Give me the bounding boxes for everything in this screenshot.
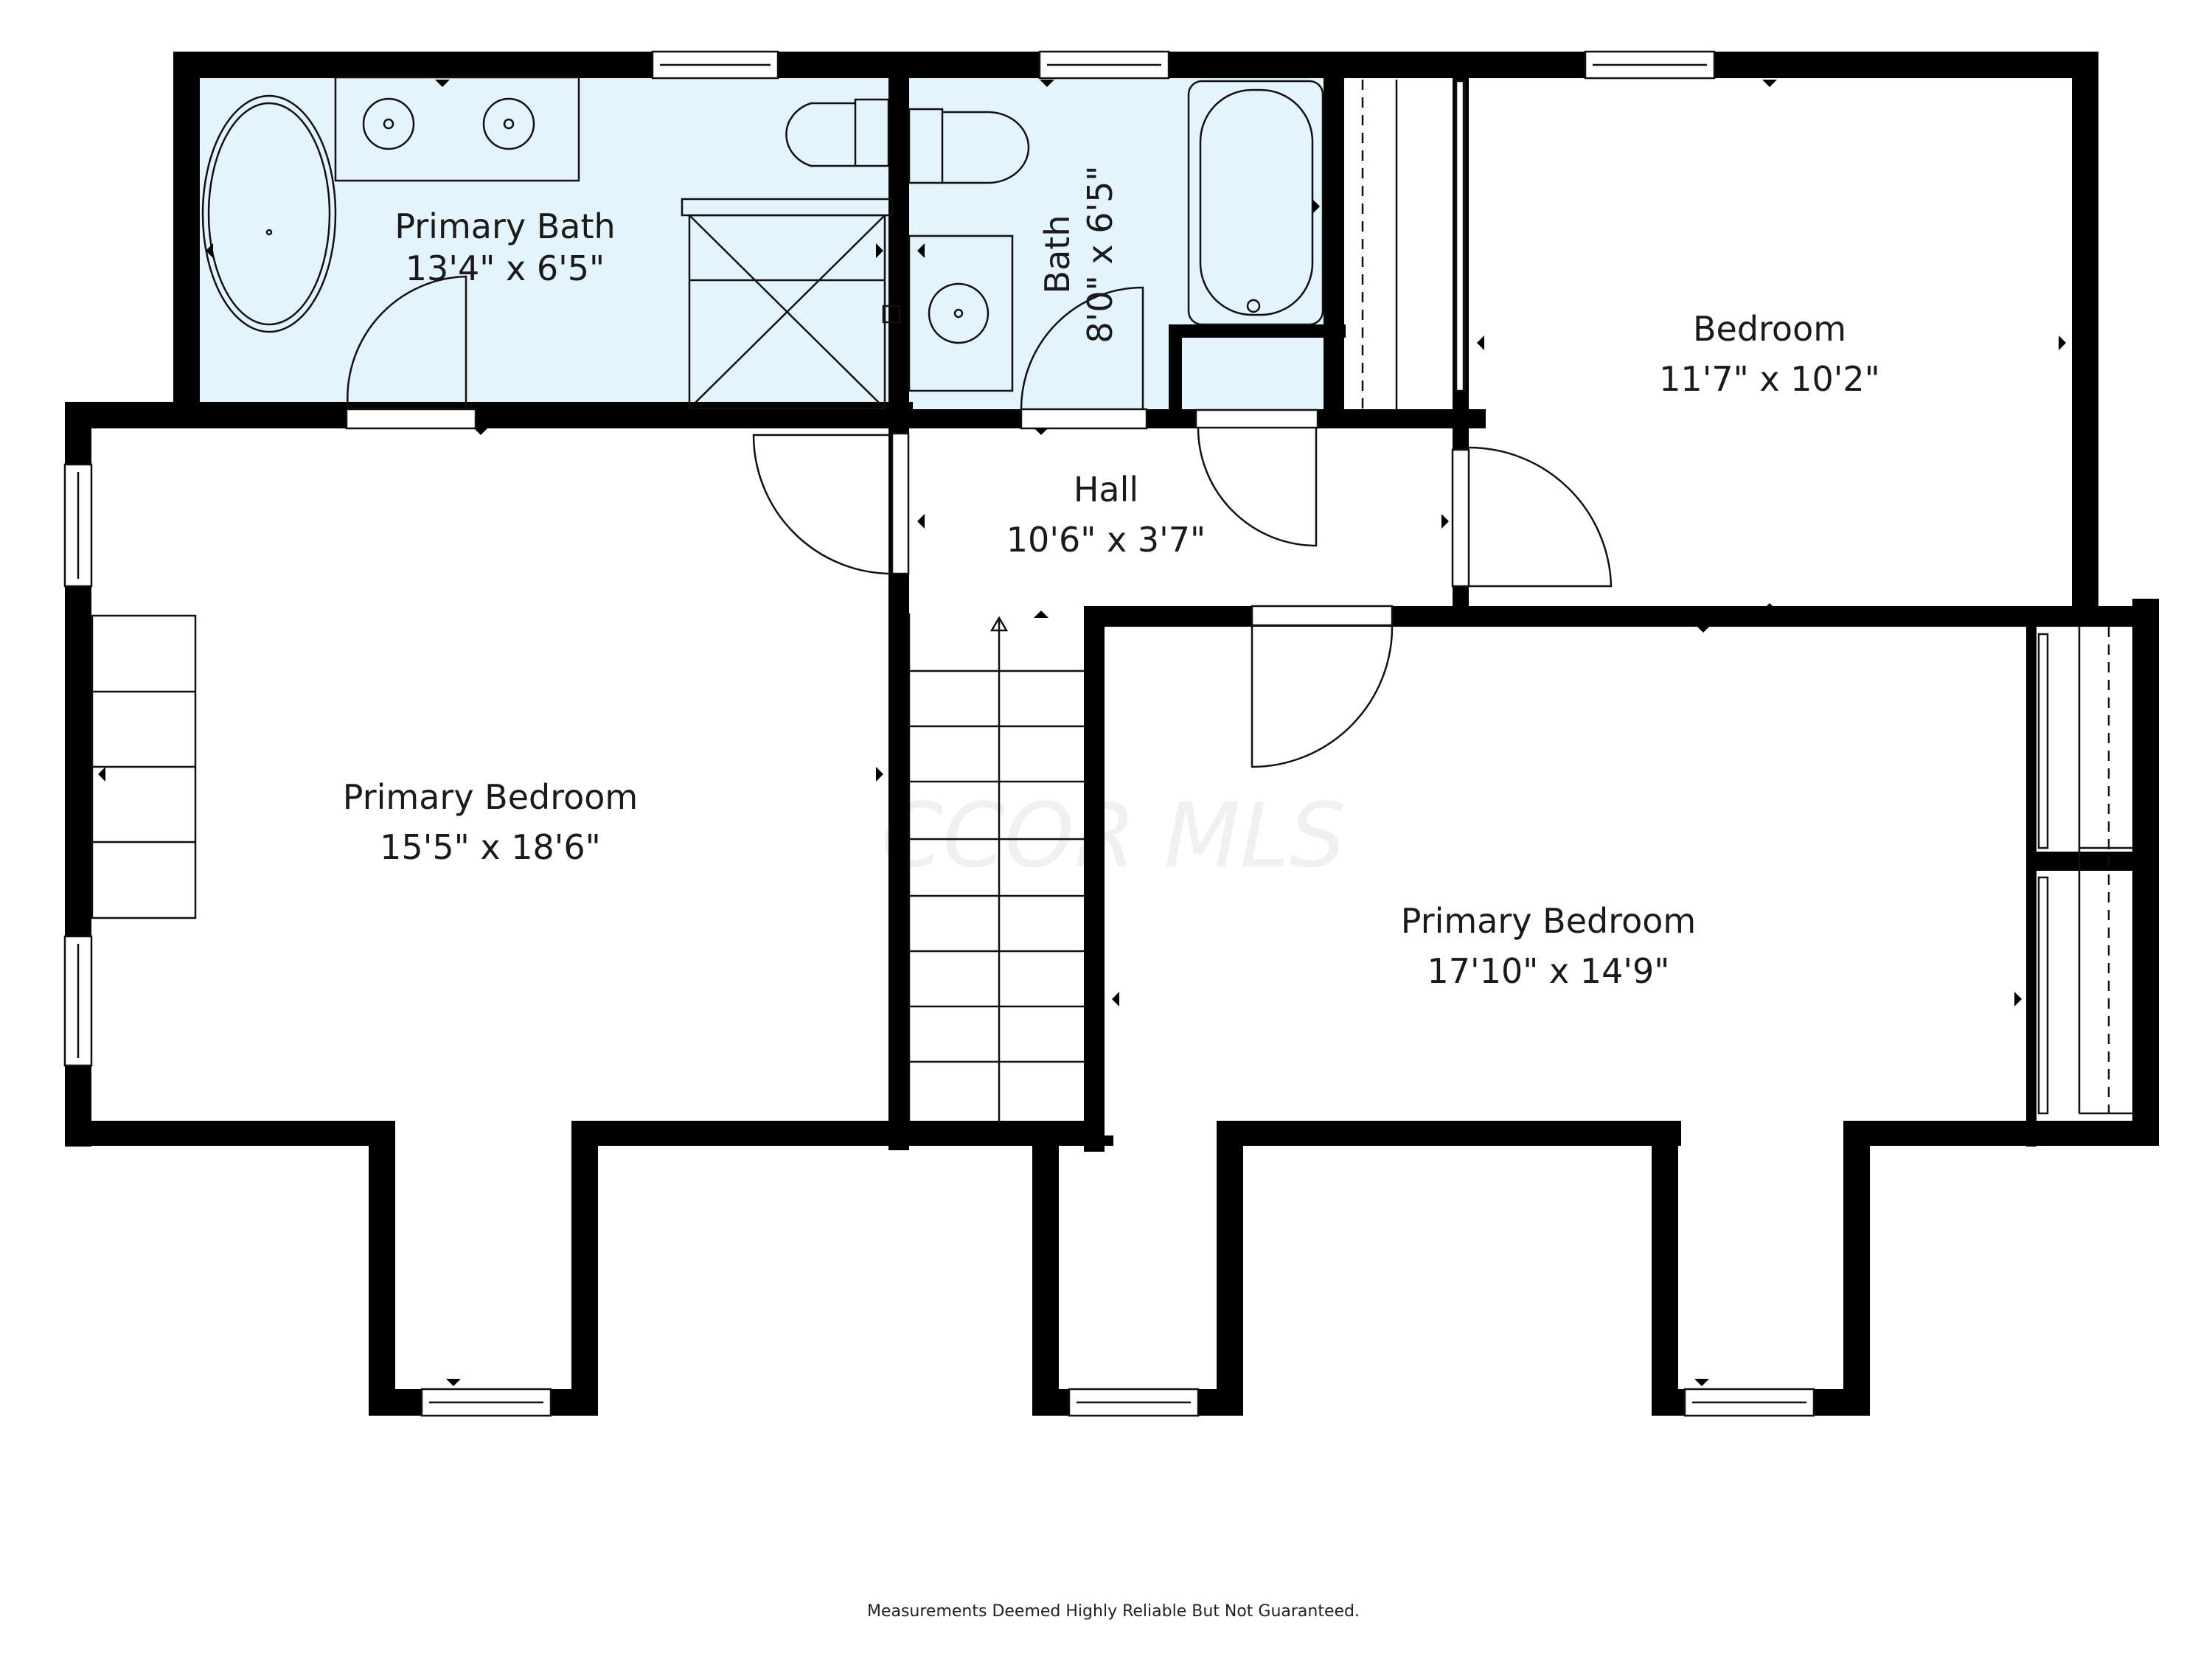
bath-floor xyxy=(907,77,1335,409)
bath-label: Bath 8'0" x 6'5" xyxy=(1037,165,1120,343)
primary-bath-fixtures xyxy=(201,76,894,410)
hall-dims: 10'6" x 3'7" xyxy=(1006,520,1206,560)
staircase xyxy=(908,613,1084,1121)
windows xyxy=(63,50,1815,1417)
bedroom-name: Bedroom xyxy=(1693,309,1846,349)
primary-bath-name: Primary Bath xyxy=(394,206,615,246)
hall-name: Hall xyxy=(1074,470,1138,509)
bath-dims: 8'0" x 6'5" xyxy=(1080,165,1120,343)
primary-bedroom-right-dims: 17'10" x 14'9" xyxy=(1427,951,1670,991)
dimension-markers xyxy=(98,80,2066,1386)
watermark: CCOR MLS xyxy=(881,785,1346,888)
closet-rods xyxy=(1361,80,2132,1115)
primary-bath-floor xyxy=(199,77,892,409)
bedroom-dims: 11'7" x 10'2" xyxy=(1659,359,1880,399)
footer-disclaimer: Measurements Deemed Highly Reliable But … xyxy=(867,1602,1360,1621)
primary-bedroom-left-name: Primary Bedroom xyxy=(343,777,638,817)
doors xyxy=(345,80,2049,1115)
bath-name: Bath xyxy=(1037,215,1077,294)
primary-bath-dims: 13'4" x 6'5" xyxy=(406,248,605,288)
primary-bedroom-left-dims: 15'5" x 18'6" xyxy=(380,827,601,867)
built-in-shelves xyxy=(91,614,197,919)
primary-bedroom-right-name: Primary Bedroom xyxy=(1401,901,1696,941)
